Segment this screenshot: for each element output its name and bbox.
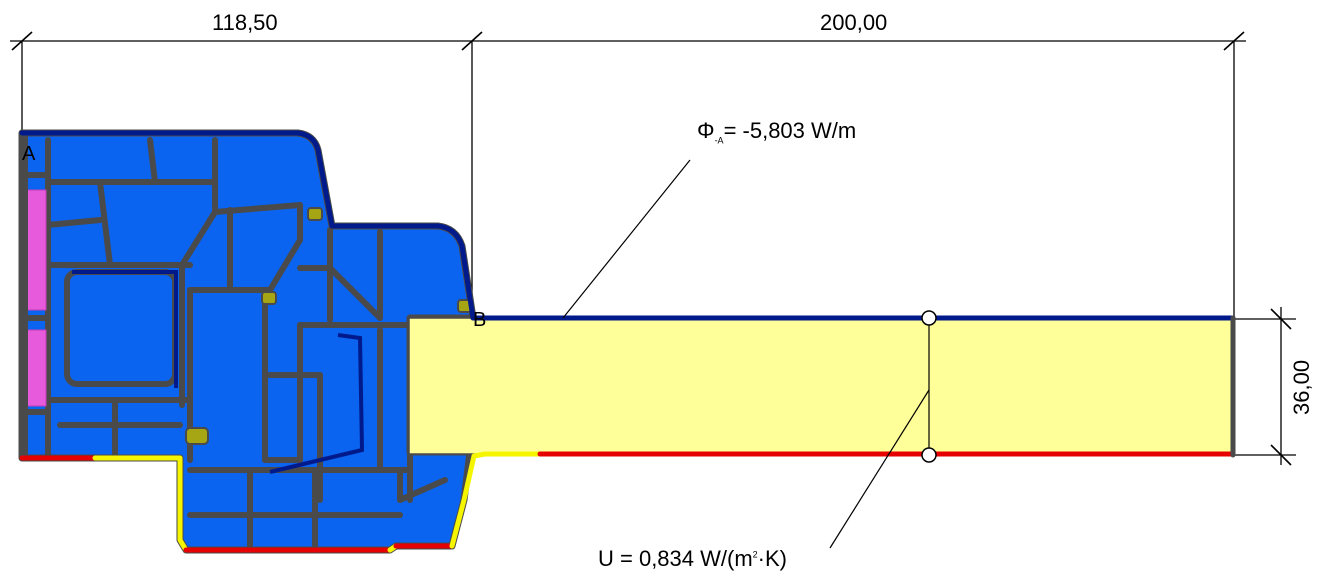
gasket-strip bbox=[22, 133, 28, 458]
reinforcement-steel bbox=[72, 270, 178, 388]
dimension-width-left: 118,50 bbox=[212, 10, 278, 35]
measure-point-bottom bbox=[921, 447, 937, 463]
dimension-height-right: 36,00 bbox=[1289, 359, 1314, 415]
point-label-a: A bbox=[22, 143, 36, 165]
profile-webs bbox=[19, 137, 448, 548]
measure-point-top bbox=[921, 310, 937, 326]
leader-lines bbox=[562, 159, 930, 549]
u-prefix: U = 0,834 W/(m bbox=[598, 546, 753, 571]
interior-boundary bbox=[19, 130, 1236, 321]
u-value-result: U = 0,834 W/(m2·K) bbox=[598, 548, 787, 570]
gasket-top bbox=[25, 189, 47, 311]
u-superscript: 2 bbox=[752, 549, 758, 560]
transition-boundary-left bbox=[92, 455, 189, 553]
reinforcement-chamber bbox=[64, 269, 178, 387]
seal-details bbox=[185, 207, 473, 445]
window-frame-profile bbox=[18, 129, 477, 554]
transition-boundary-right bbox=[449, 451, 543, 549]
phi-subscript: -A bbox=[714, 135, 724, 146]
phi-value: = -5,803 W/m bbox=[723, 118, 857, 143]
point-label-b: B bbox=[473, 309, 487, 331]
u-suffix: ·K) bbox=[757, 546, 787, 571]
boundary-edges bbox=[19, 130, 1236, 553]
dimension-lines bbox=[10, 31, 1296, 466]
dimension-width-right: 200,00 bbox=[820, 10, 888, 35]
panel-fill bbox=[408, 317, 1234, 455]
gasket-bottom bbox=[25, 329, 47, 407]
reinforcement-steel-2 bbox=[269, 333, 365, 474]
phi-symbol: Φ bbox=[697, 118, 715, 143]
heat-flow-result: Φ-A= -5,803 W/m bbox=[697, 120, 856, 145]
